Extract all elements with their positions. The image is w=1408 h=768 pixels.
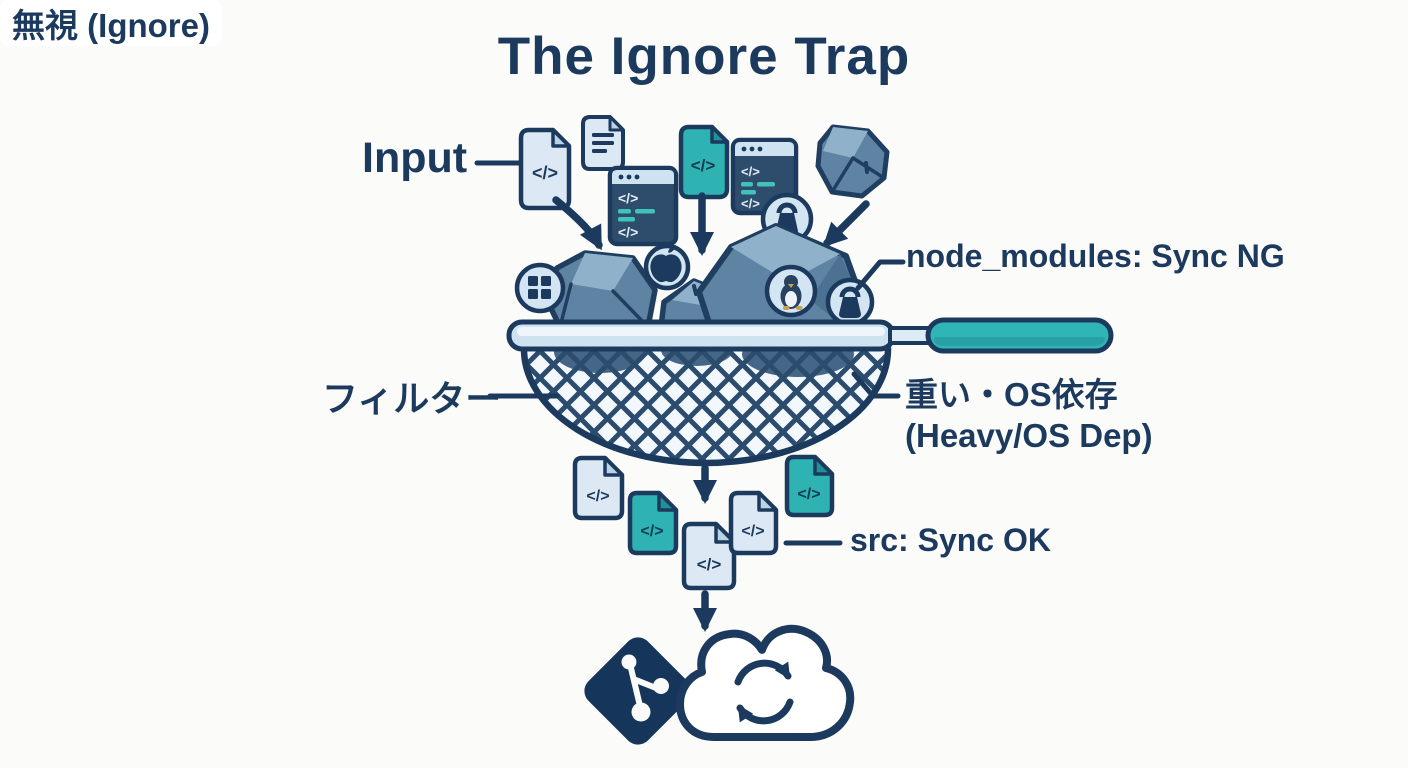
- code-file-icon: </>: [572, 455, 625, 521]
- linux-tux-icon: [764, 264, 818, 318]
- code-file-icon: </>: [518, 127, 572, 211]
- code-glyph: </>: [741, 523, 764, 540]
- curved-arrow-icon: [552, 196, 603, 251]
- heavy-os-label: 重い・OS依存 (Heavy/OS Dep): [905, 374, 1153, 456]
- ignore-label: 無視 (Ignore): [0, 0, 222, 46]
- code-file-teal-icon: </>: [678, 124, 730, 200]
- code-editor-window-icon: </> </>: [607, 165, 679, 247]
- sieve-mesh: [520, 345, 892, 467]
- sieve-handle: [888, 317, 1114, 354]
- heavy-os-label-line1: 重い・OS依存: [905, 376, 1118, 413]
- code-file-icon: </>: [681, 521, 737, 591]
- code-glyph: </>: [741, 196, 760, 211]
- code-glyph: </>: [697, 555, 722, 574]
- windows-logo-icon: [514, 262, 566, 314]
- rock-icon: [815, 124, 890, 199]
- cloud-sync-icon: [676, 624, 855, 741]
- code-glyph: </>: [618, 190, 638, 206]
- sieve-rim: [506, 319, 896, 352]
- code-glyph: </>: [640, 523, 663, 540]
- filter-label: フィルター: [322, 378, 502, 419]
- code-file-teal-icon: </>: [784, 454, 835, 518]
- document-icon: [581, 115, 625, 171]
- apple-logo-icon: [643, 243, 691, 291]
- heavy-os-label-line2: (Heavy/OS Dep): [905, 417, 1153, 454]
- curved-arrow-icon: [822, 200, 870, 248]
- code-glyph: </>: [586, 488, 609, 505]
- code-glyph: </>: [691, 156, 716, 175]
- code-glyph: </>: [741, 164, 760, 179]
- code-glyph: </>: [797, 486, 820, 503]
- code-glyph: </>: [532, 163, 558, 183]
- code-file-teal-icon: </>: [627, 490, 679, 556]
- src-label: src: Sync OK: [850, 522, 1051, 558]
- connector-line: [851, 371, 901, 399]
- code-editor-window-weight-icon: </> </>: [730, 137, 814, 246]
- code-file-icon: </>: [728, 490, 779, 556]
- code-glyph: </>: [618, 224, 638, 240]
- git-icon: [584, 637, 692, 745]
- weight-icon: [825, 277, 875, 327]
- connector-line: [855, 259, 906, 291]
- page-title: The Ignore Trap: [497, 27, 911, 86]
- input-label: Input: [362, 134, 468, 182]
- node-modules-label: node_modules: Sync NG: [906, 238, 1285, 274]
